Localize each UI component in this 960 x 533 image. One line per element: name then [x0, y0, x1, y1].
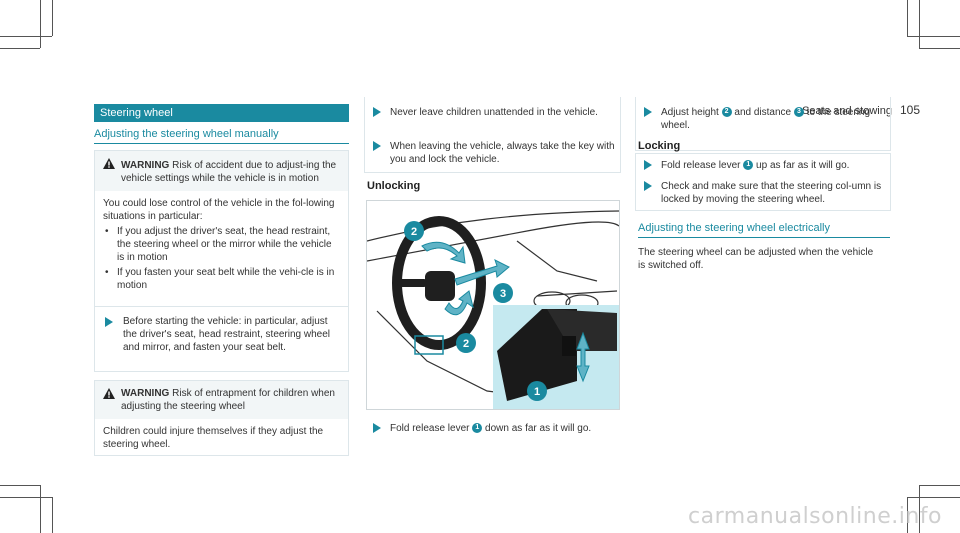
- warning-title: Risk of accident due to adjust-ing the v…: [121, 160, 337, 184]
- step-box: [635, 97, 891, 151]
- warning-icon: [103, 158, 115, 169]
- warning-step-text: Before starting the vehicle: in particul…: [123, 316, 331, 353]
- crop-mark: [919, 485, 920, 533]
- step-unlock: Fold release lever 1 down as far as it w…: [368, 422, 640, 435]
- warning-box-accident: WARNING Risk of accident due to adjust-i…: [94, 150, 349, 372]
- subtitle-manual: Adjusting the steering wheel manually: [94, 128, 349, 144]
- figure-label: 3: [500, 288, 506, 300]
- crop-mark: [919, 485, 960, 486]
- step-text: and distance: [734, 107, 792, 118]
- step-text: Adjust height: [661, 107, 719, 118]
- subtitle-electric: Adjusting the steering wheel electricall…: [638, 222, 890, 238]
- step-text: Fold release lever: [661, 160, 741, 171]
- crop-mark: [40, 485, 41, 533]
- step-arrow-icon: [373, 423, 381, 433]
- warning-step: Before starting the vehicle: in particul…: [95, 306, 348, 362]
- callout-number: 1: [472, 423, 483, 434]
- warning-title: Risk of entrapment for children when adj…: [121, 388, 335, 412]
- crop-mark: [0, 497, 52, 498]
- warning-body: Children could injure themselves if they…: [103, 426, 324, 450]
- page-number: 105: [899, 103, 920, 117]
- header-section: Seats and stowing: [802, 105, 892, 117]
- crop-mark: [907, 497, 908, 533]
- figure-label: 2: [463, 338, 469, 350]
- illustration-svg: 2 3 2 1: [367, 210, 619, 409]
- callout-number: 2: [721, 107, 732, 118]
- unlocking-heading: Unlocking: [367, 180, 421, 192]
- watermark: carmanualsonline.info: [688, 504, 942, 529]
- crop-mark: [52, 0, 53, 36]
- step-text: to the steering wheel.: [661, 107, 871, 131]
- list-item: If you adjust the driver's seat, the hea…: [103, 225, 340, 264]
- callout-number: 3: [793, 107, 804, 118]
- step-text: When leaving the vehicle, always take th…: [390, 141, 615, 165]
- step-text: up as far as it will go.: [756, 160, 850, 171]
- crop-mark: [907, 36, 960, 37]
- step-arrow-icon: [644, 107, 652, 117]
- list-item: If you fasten your seat belt while the v…: [103, 266, 340, 292]
- step-text: Never leave children unattended in the v…: [390, 107, 598, 118]
- step-box: [635, 153, 891, 211]
- warning-box-entrapment: WARNING Risk of entrapment for children …: [94, 380, 349, 456]
- step-arrow-icon: [373, 107, 381, 117]
- step-arrow-icon: [105, 317, 113, 327]
- crop-mark: [907, 497, 960, 498]
- warning-label: WARNING: [121, 388, 170, 399]
- steering-wheel-illustration: 2 3 2 1: [366, 200, 620, 410]
- step-adjust: Adjust height 2 and distance 3 to the st…: [639, 106, 891, 132]
- step-arrow-icon: [373, 141, 381, 151]
- step-box: [364, 97, 621, 173]
- step-check: Check and make sure that the steering co…: [639, 180, 891, 206]
- crop-mark: [52, 497, 53, 533]
- warning-label: WARNING: [121, 160, 170, 171]
- crop-mark: [40, 0, 41, 48]
- step-leaving: When leaving the vehicle, always take th…: [368, 140, 620, 166]
- figure-label: 2: [411, 226, 417, 238]
- step-arrow-icon: [644, 160, 652, 170]
- warning-intro: You could lose control of the vehicle in…: [103, 198, 335, 222]
- step-arrow-icon: [644, 181, 652, 191]
- warning-header: WARNING Risk of entrapment for children …: [95, 381, 348, 419]
- crop-mark: [0, 485, 40, 486]
- electric-paragraph: The steering wheel can be adjusted when …: [638, 247, 874, 271]
- warning-body: You could lose control of the vehicle in…: [95, 191, 348, 298]
- crop-mark: [0, 48, 40, 49]
- warning-header: WARNING Risk of accident due to adjust-i…: [95, 151, 348, 191]
- warning-icon: [103, 388, 115, 399]
- crop-mark: [919, 48, 960, 49]
- crop-mark: [919, 0, 920, 48]
- step-lock: Fold release lever 1 up as far as it wil…: [639, 159, 891, 172]
- step-text: Check and make sure that the steering co…: [661, 181, 882, 205]
- step-text: down as far as it will go.: [485, 423, 592, 434]
- running-header: Seats and stowing 105: [802, 103, 920, 117]
- step-text: Fold release lever: [390, 423, 470, 434]
- section-title: Steering wheel: [94, 104, 349, 122]
- crop-mark: [0, 36, 52, 37]
- locking-heading: Locking: [638, 140, 681, 152]
- step-never-leave: Never leave children unattended in the v…: [368, 106, 620, 119]
- callout-number: 1: [743, 160, 754, 171]
- figure-label: 1: [534, 386, 540, 398]
- crop-mark: [907, 0, 908, 36]
